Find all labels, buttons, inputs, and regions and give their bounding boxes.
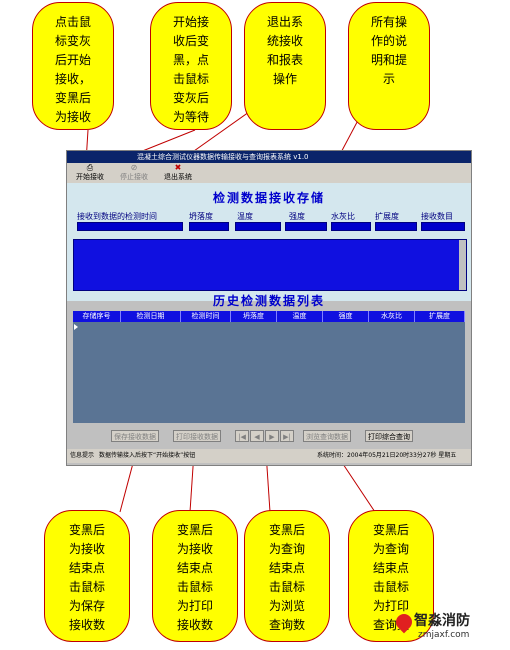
callout-exit-system: 退出系 统接收 和报表 操作 <box>244 2 326 130</box>
col-seq: 存储序号 <box>73 311 121 322</box>
watermark-logo: 智淼消防 zmjaxf.com <box>392 608 508 648</box>
vertical-scrollbar[interactable] <box>459 240 466 290</box>
field-label-strength: 强度 <box>289 212 305 221</box>
field-label-time: 接收到数据的检测时间 <box>77 212 157 221</box>
stop-receive-button[interactable]: ⊘ 停止接收 <box>113 164 155 182</box>
field-slump <box>189 222 229 231</box>
exit-system-button[interactable]: ✖ 退出系统 <box>157 164 199 182</box>
field-time <box>77 222 183 231</box>
field-spread <box>375 222 417 231</box>
printer-icon: ⎙ <box>86 163 94 172</box>
field-temp <box>235 222 281 231</box>
col-spread: 扩展度 <box>415 311 465 322</box>
col-wc-ratio: 水灰比 <box>369 311 415 322</box>
field-wc-ratio <box>331 222 371 231</box>
print-received-button[interactable]: 打印接收数据 <box>173 430 221 442</box>
field-label-wc-ratio: 水灰比 <box>331 212 355 221</box>
browse-query-button[interactable]: 浏览查询数据 <box>303 430 351 442</box>
callout-browse-query: 变黑后 为查询 结束点 击鼠标 为浏览 查询数 <box>244 510 330 642</box>
field-label-temp: 温度 <box>237 212 253 221</box>
bottom-toolbar: 保存接收数据 打印接收数据 |◀ ◀ ▶ ▶| 浏览查询数据 打印综合查询 <box>67 427 471 447</box>
callout-stop-receive: 开始接 收后变 黑，点 击鼠标 变灰后 为等待 <box>150 2 232 130</box>
receive-title: 检测数据接收存储 <box>212 191 325 205</box>
nav-last-button[interactable]: ▶| <box>280 430 294 442</box>
row-indicator-icon <box>74 324 78 330</box>
save-received-button[interactable]: 保存接收数据 <box>111 430 159 442</box>
app-window: 混凝土综合测试仪器数据传输接收与查询报表系统 v1.0 ⎙ 开始接收 ⊘ 停止接… <box>66 150 472 466</box>
start-receive-button[interactable]: ⎙ 开始接收 <box>69 164 111 182</box>
field-label-count: 接收数目 <box>421 212 453 221</box>
field-label-spread: 扩展度 <box>375 212 399 221</box>
field-strength <box>285 222 327 231</box>
callout-print-received: 变黑后 为接收 结束点 击鼠标 为打印 接收数 <box>152 510 238 642</box>
flame-icon <box>392 610 416 634</box>
callout-save-received: 变黑后 为接收 结束点 击鼠标 为保存 接收数 <box>44 510 130 642</box>
stop-icon: ⊘ <box>130 163 138 172</box>
print-query-button[interactable]: 打印综合查询 <box>365 430 413 442</box>
receive-panel: 检测数据接收存储 接收到数据的检测时间 坍落度 温度 强度 水灰比 扩展度 接收… <box>67 183 471 301</box>
table-header: 存储序号 检测日期 检测时间 坍落度 温度 强度 水灰比 扩展度 <box>73 311 465 322</box>
nav-prev-button[interactable]: ◀ <box>250 430 264 442</box>
status-message: 数据传输接入后按下“开始接收”按钮 <box>99 452 196 459</box>
history-title: 历史检测数据列表 <box>212 294 325 308</box>
col-time: 检测时间 <box>181 311 231 322</box>
col-strength: 强度 <box>323 311 369 322</box>
callout-print-query: 变黑后 为查询 结束点 击鼠标 为打印 查询数 <box>348 510 434 642</box>
status-label: 信息提示 <box>70 452 95 459</box>
field-label-slump: 坍落度 <box>189 212 213 221</box>
callout-status-hint: 所有操 作的说 明和提 示 <box>348 2 430 130</box>
status-time: 系统时间：2004年05月21日20时33分27秒 星期五 <box>317 452 457 459</box>
field-count <box>421 222 465 231</box>
status-bar: 信息提示 数据传输接入后按下“开始接收”按钮 系统时间：2004年05月21日2… <box>67 449 471 463</box>
col-date: 检测日期 <box>121 311 181 322</box>
nav-first-button[interactable]: |◀ <box>235 430 249 442</box>
callout-start-receive: 点击鼠 标变灰 后开始 接收， 变黑后 为接收 <box>32 2 114 130</box>
nav-next-button[interactable]: ▶ <box>265 430 279 442</box>
receive-data-area <box>73 239 467 291</box>
col-slump: 坍落度 <box>231 311 277 322</box>
toolbar: ⎙ 开始接收 ⊘ 停止接收 ✖ 退出系统 <box>67 163 471 183</box>
col-temp: 温度 <box>277 311 323 322</box>
window-title: 混凝土综合测试仪器数据传输接收与查询报表系统 v1.0 <box>67 151 471 163</box>
history-table: 存储序号 检测日期 检测时间 坍落度 温度 强度 水灰比 扩展度 <box>73 311 465 423</box>
close-icon: ✖ <box>174 163 182 172</box>
